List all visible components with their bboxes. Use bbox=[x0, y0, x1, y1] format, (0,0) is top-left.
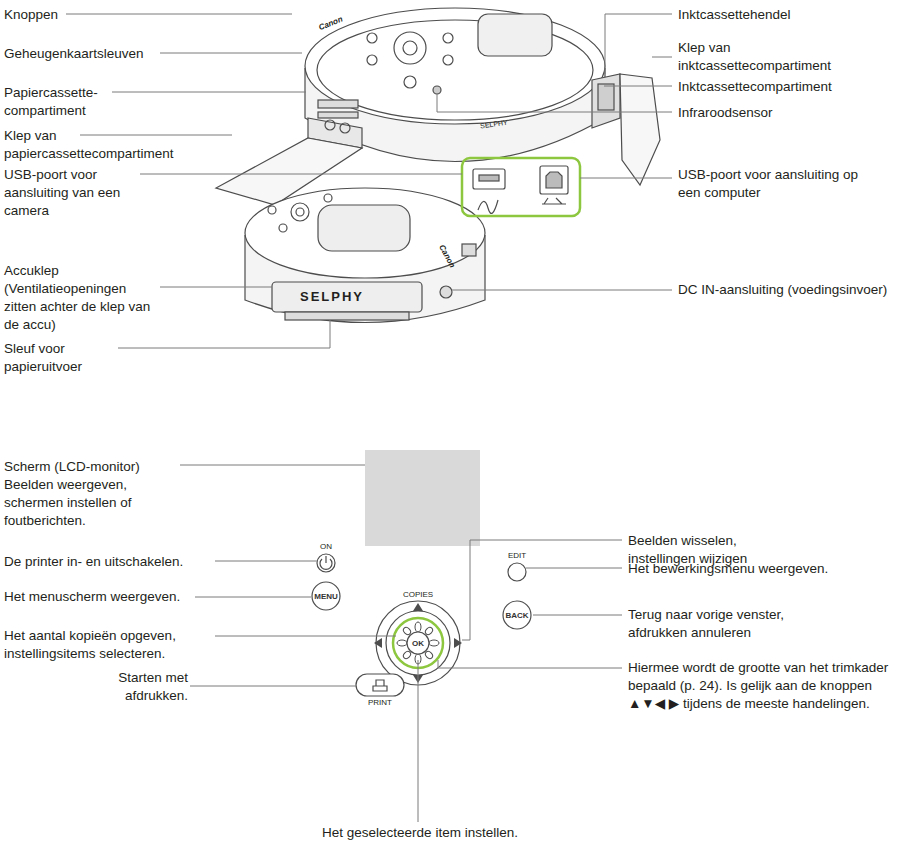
part-label: Geheugenkaartsleuven bbox=[4, 45, 144, 63]
part-label: Knoppen bbox=[4, 6, 58, 24]
part-label: Terug naar vorige venster, afdrukken ann… bbox=[628, 606, 833, 642]
button-name: COPIES bbox=[388, 590, 448, 601]
part-label: (Ventilatieopeningen zitten achter de kl… bbox=[4, 280, 154, 333]
part-label: Het geselecteerde item instellen. bbox=[290, 824, 550, 842]
part-label: DC IN-aansluiting (voedingsinvoer) bbox=[678, 281, 887, 299]
part-label: Klep van papiercassettecompartiment bbox=[4, 127, 204, 163]
part-label: USB-poort voor aansluiting op een comput… bbox=[678, 166, 868, 202]
part-label: Sleuf voor papieruitvoer bbox=[4, 340, 116, 376]
ok-button: OK bbox=[406, 631, 430, 655]
button-circle bbox=[407, 632, 429, 654]
button-name: PRINT bbox=[355, 698, 405, 709]
part-label: Scherm (LCD-monitor) bbox=[4, 458, 140, 476]
model-name: SELPHY bbox=[300, 288, 390, 305]
part-label: Klep van inktcassettecompartiment bbox=[678, 39, 878, 75]
part-label: USB-poort voor aansluiting van een camer… bbox=[4, 166, 134, 219]
part-label: Het bewerkingsmenu weergeven. bbox=[628, 560, 828, 578]
part-label: Starten met afdrukken. bbox=[100, 669, 188, 705]
back-button: BACK bbox=[502, 600, 532, 630]
button-name: BACK bbox=[502, 600, 532, 630]
button-circle bbox=[312, 582, 340, 610]
button-name: EDIT bbox=[497, 551, 537, 562]
button-name: ON bbox=[306, 542, 346, 553]
part-label: Het aantal kopieën opgeven, instellingsi… bbox=[4, 627, 214, 663]
part-label: De printer in- en uitschakelen. bbox=[4, 553, 183, 571]
part-label: Het menuscherm weergeven. bbox=[4, 588, 180, 606]
button-name: MENU bbox=[311, 581, 341, 611]
part-label: Infraroodsensor bbox=[678, 104, 773, 122]
part-label: Inktcassettecompartiment bbox=[678, 78, 832, 96]
part-label: Beelden weergeven, schermen instellen of… bbox=[4, 476, 176, 529]
part-label: Accuklep bbox=[4, 262, 59, 280]
part-label: Hiermee wordt de grootte van het trimkad… bbox=[628, 659, 903, 712]
button-circle bbox=[503, 601, 531, 629]
part-label: Inktcassettehendel bbox=[678, 6, 791, 24]
menu-button: MENU bbox=[311, 581, 341, 611]
button-name: OK bbox=[406, 631, 430, 655]
part-label: Papiercassette- compartiment bbox=[4, 84, 119, 120]
